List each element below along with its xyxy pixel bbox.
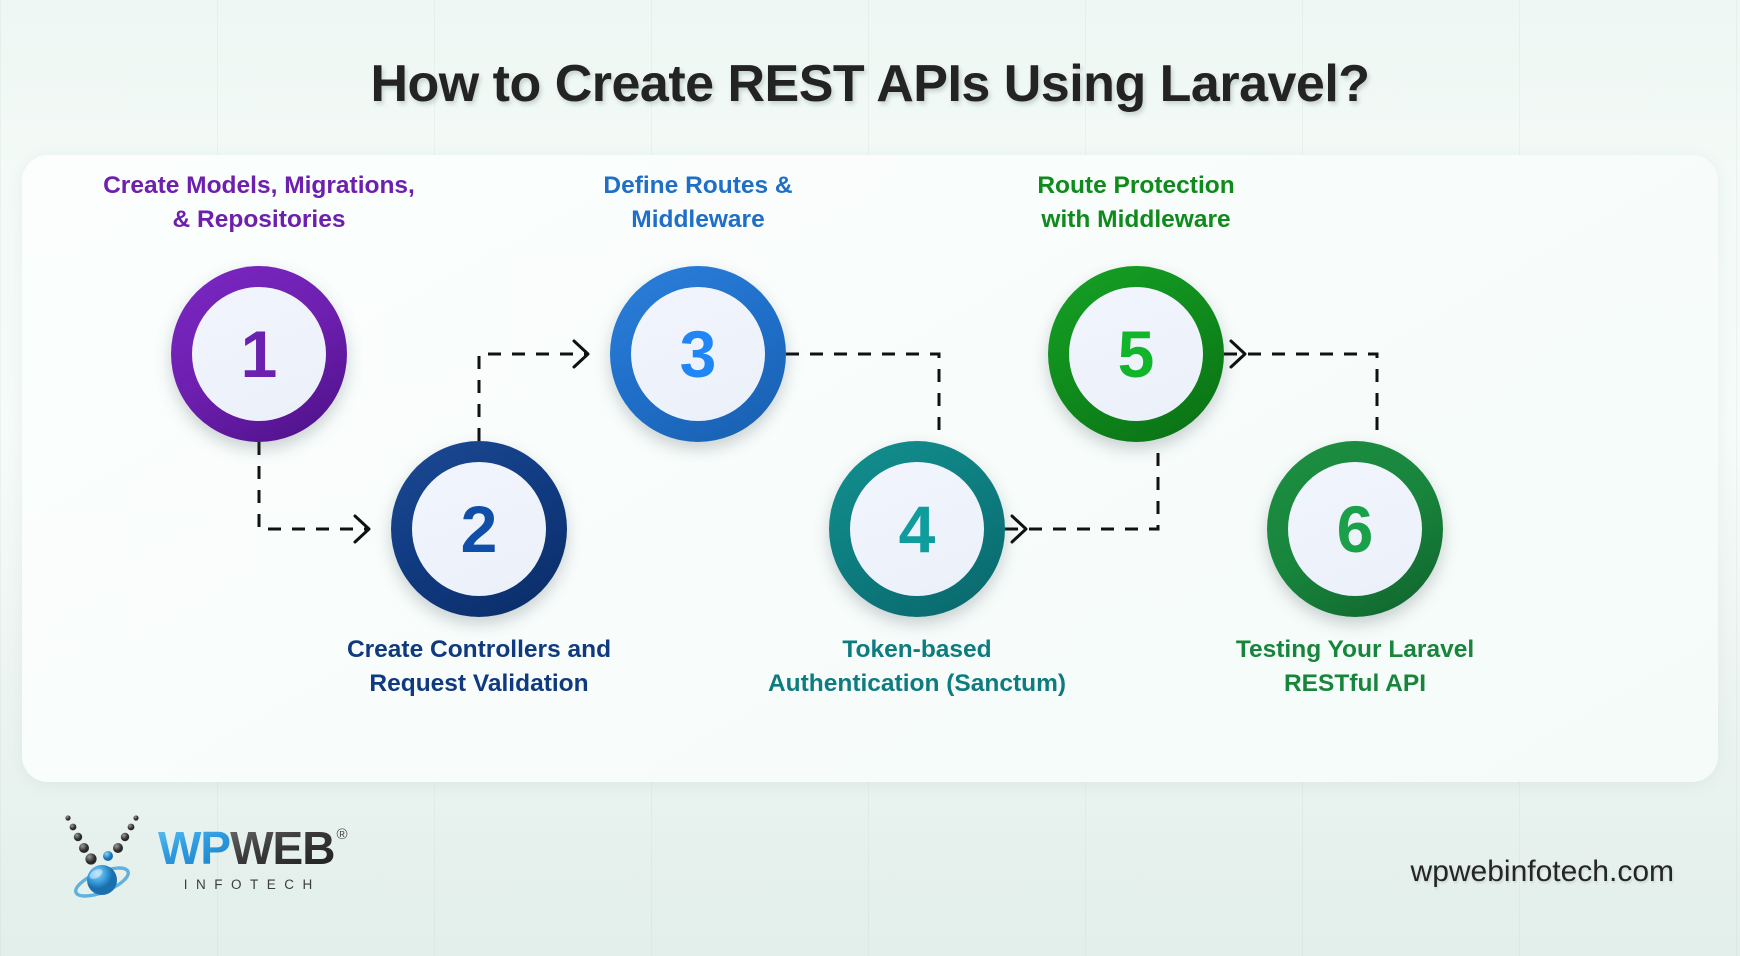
- step-number-4: 4: [898, 492, 936, 566]
- registered-mark-icon: ®: [336, 825, 347, 843]
- company-logo: WP WEB ® INFOTECH: [62, 812, 348, 904]
- step-node-5[interactable]: 5: [1048, 266, 1224, 442]
- step-inner-2: [412, 462, 546, 596]
- wordmark-top: WP WEB ®: [158, 821, 348, 874]
- page-title: How to Create REST APIs Using Laravel?: [370, 55, 1370, 113]
- step-node-2[interactable]: 2: [391, 441, 567, 617]
- step-caption-3: Define Routes &Middleware: [603, 172, 793, 233]
- flow-stage: 1 Create Models, Migrations,& Repositori…: [22, 155, 1718, 782]
- website-url: wpwebinfotech.com: [1410, 855, 1674, 888]
- step-node-3[interactable]: 3: [610, 266, 786, 442]
- step-inner-6: [1288, 462, 1422, 596]
- step-number-5: 5: [1117, 317, 1155, 391]
- step-inner-1: [192, 287, 326, 421]
- step-number-1: 1: [240, 317, 278, 391]
- step-inner-3: [631, 287, 765, 421]
- wordmark: WP WEB ® INFOTECH: [158, 821, 348, 892]
- flow-card: 1 Create Models, Migrations,& Repositori…: [22, 155, 1718, 782]
- step-node-4[interactable]: 4: [829, 441, 1005, 617]
- logo-subtitle: INFOTECH: [183, 876, 321, 892]
- step-inner-4: [850, 462, 984, 596]
- logo-text-web: WEB: [230, 821, 335, 874]
- step-caption-1: Create Models, Migrations,& Repositories: [103, 172, 415, 233]
- wpweb-planet-icon: [65, 815, 139, 898]
- step-number-3: 3: [679, 317, 717, 391]
- step-number-6: 6: [1336, 492, 1374, 566]
- step-inner-5: [1069, 287, 1203, 421]
- step-node-1[interactable]: 1: [171, 266, 347, 442]
- logo-text-wp: WP: [158, 821, 231, 874]
- step-number-2: 2: [460, 492, 498, 566]
- connector-lines: [257, 339, 1379, 544]
- step-node-6[interactable]: 6: [1267, 441, 1443, 617]
